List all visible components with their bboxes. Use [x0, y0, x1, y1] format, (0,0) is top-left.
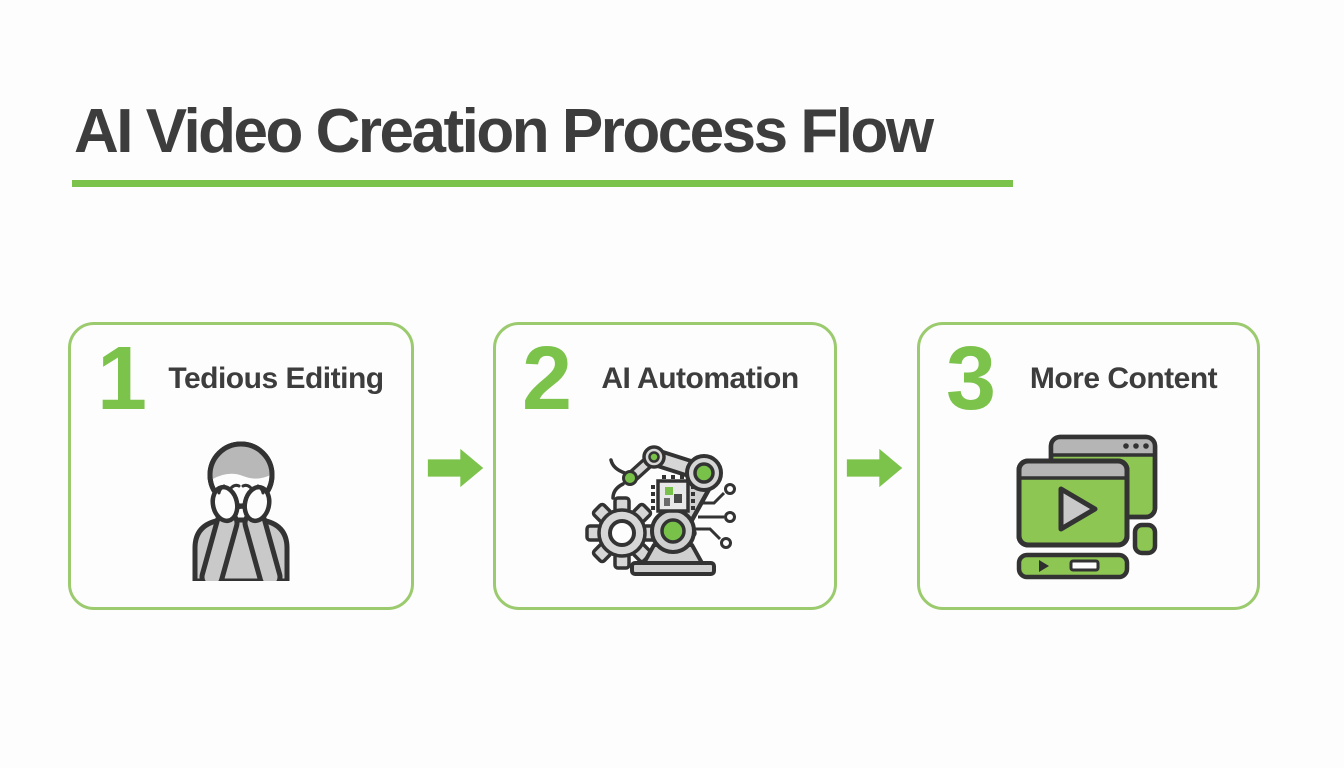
page-title: AI Video Creation Process Flow: [74, 97, 934, 166]
robot-arm-icon: [585, 445, 736, 576]
step-3-number: 3: [946, 328, 997, 429]
step-1-label: Tedious Editing: [168, 362, 384, 395]
step-2-number: 2: [522, 328, 573, 429]
step-card-tedious-editing: 1 Tedious Editing: [68, 322, 414, 610]
step-2-icon-area: [496, 431, 834, 591]
step-card-more-content: 3 More Content: [917, 322, 1260, 610]
step-1-number: 1: [97, 328, 148, 429]
step-3-label: More Content: [1029, 362, 1218, 395]
title-underline: [72, 180, 1013, 187]
step-card-ai-automation: 2 AI Automation: [493, 322, 837, 610]
step-3-icon-area: [920, 431, 1257, 591]
step-1-icon-area: [71, 431, 411, 591]
step-2-label: AI Automation: [601, 362, 799, 395]
step-3-header: 3 More Content: [920, 325, 1257, 429]
right-arrow-icon: [427, 448, 484, 488]
step-1-header: 1 Tedious Editing: [71, 325, 411, 429]
video-player-windows-icon: [1016, 434, 1157, 580]
step-2-header: 2 AI Automation: [496, 325, 834, 429]
right-arrow-icon: [846, 448, 903, 488]
stressed-person-icon: [192, 441, 290, 581]
